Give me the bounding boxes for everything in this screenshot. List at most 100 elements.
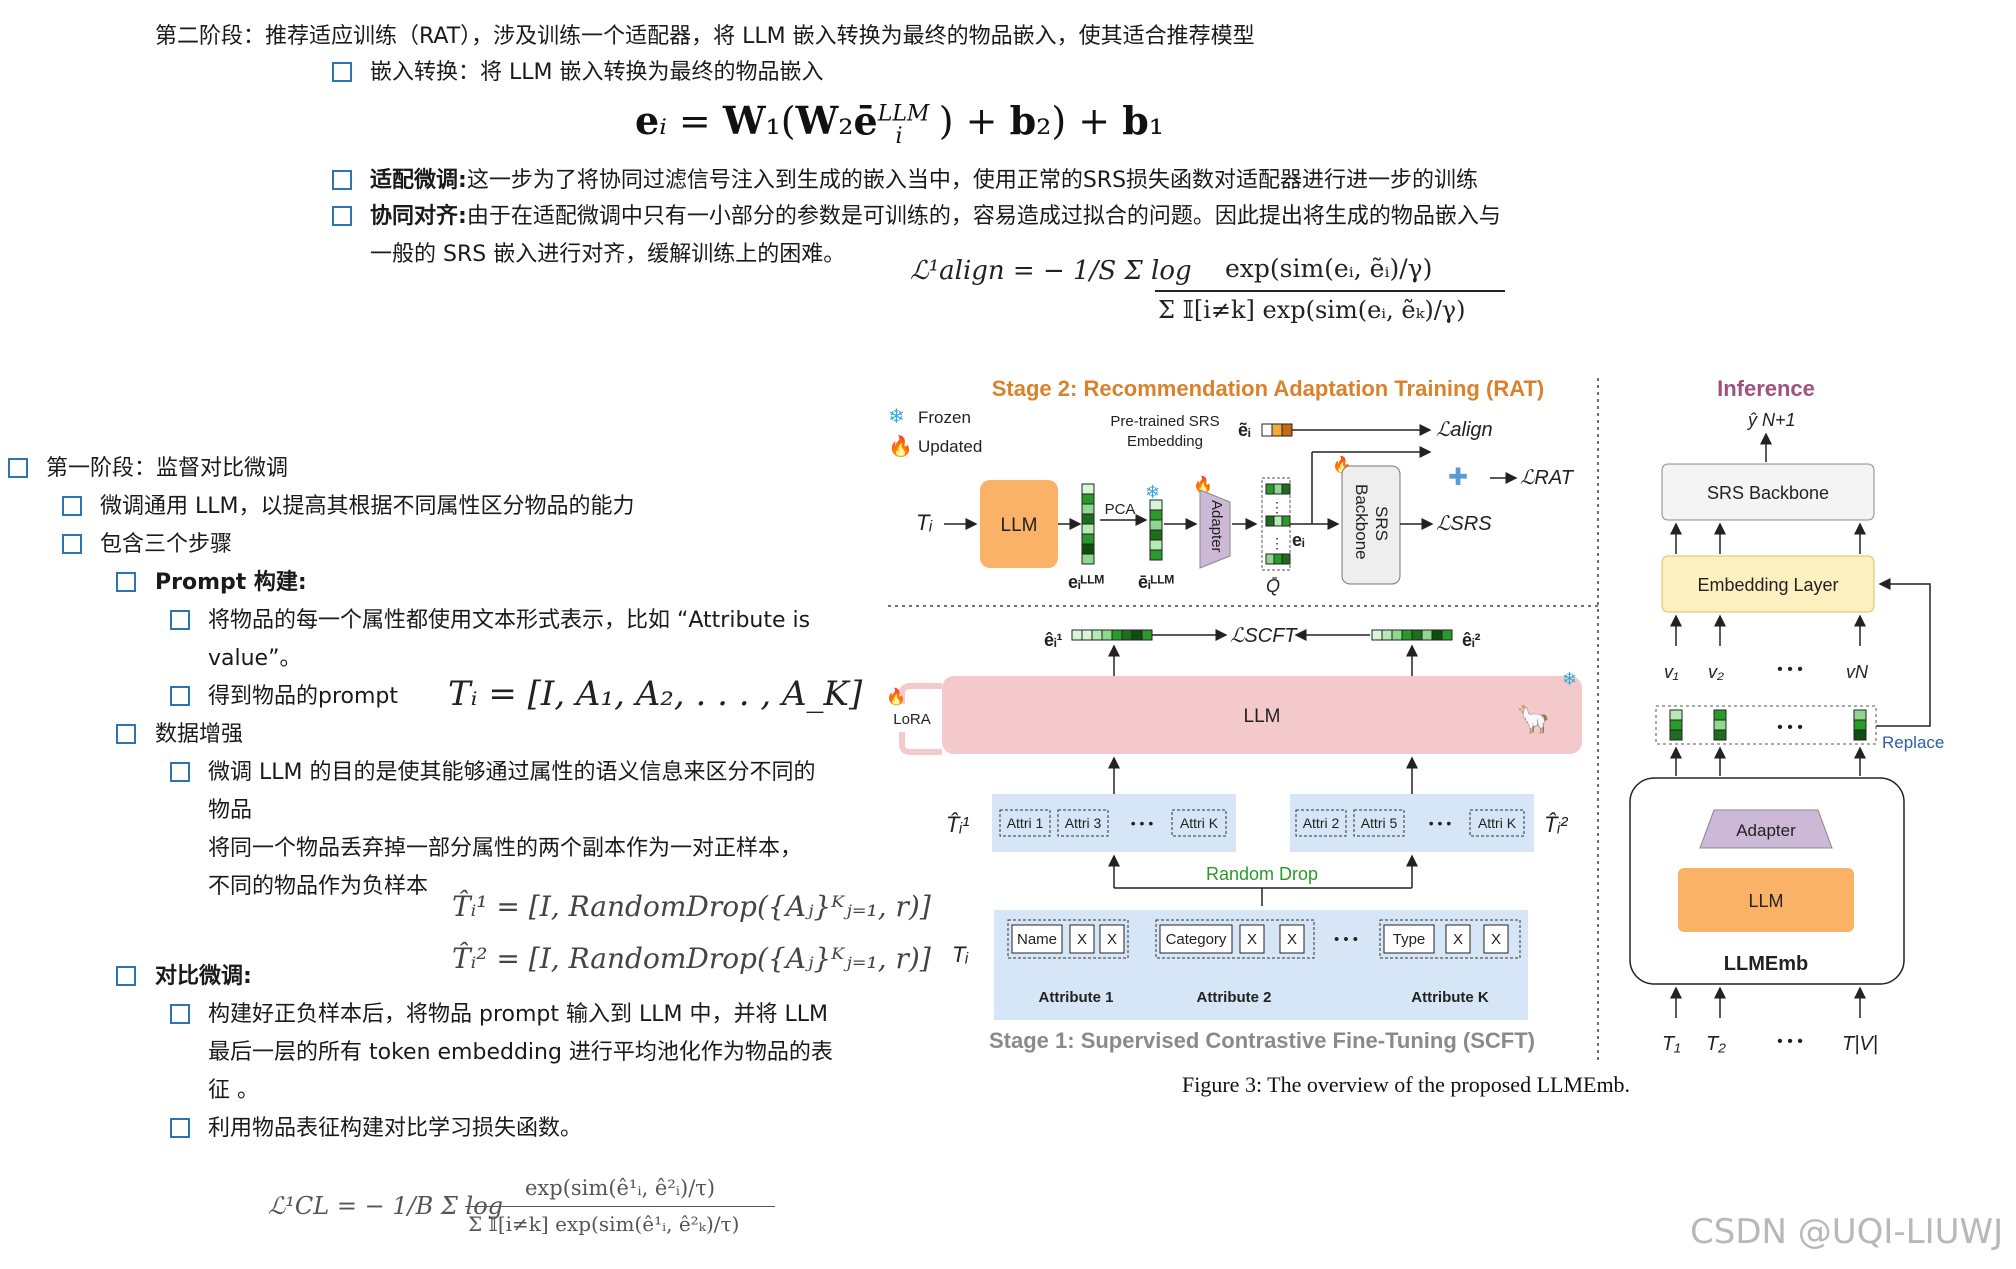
llm-box-stage1 — [942, 676, 1582, 754]
formula-align: ℒ¹align = − 1/S Σ log — [910, 256, 1192, 286]
checkbox-aug-sub1[interactable] — [170, 762, 190, 782]
cl-sub1c: 征 。 — [208, 1078, 259, 1103]
aug-sub1b: 物品 — [208, 798, 253, 823]
svg-text:X: X — [1453, 931, 1463, 948]
attribute-k-group: Type X X Attribute K — [1379, 919, 1521, 1006]
l-rat-label: ℒRAT — [1520, 467, 1575, 489]
lora-box — [888, 704, 936, 732]
llm-label-stage2: LLM — [1001, 515, 1038, 536]
adapter-label-inference: Adapter — [1736, 821, 1796, 840]
llmemb-output-dotted-box — [1655, 705, 1877, 745]
checkbox-prompt-sub2[interactable] — [170, 686, 190, 706]
e-bar-llm-label: ēᵢᴸᴸᴹ — [1138, 572, 1174, 592]
checkbox-finetune[interactable] — [332, 170, 352, 190]
t-dots: • • • — [1777, 1033, 1803, 1050]
t-hat-1-attrs: Attri 1 Attri 3 • • • Attri K — [999, 809, 1227, 837]
replace-arrow — [1876, 578, 1931, 727]
svg-text:⋮: ⋮ — [1270, 535, 1284, 551]
cl-label: 对比微调: — [155, 964, 252, 989]
embedding-layer-label: Embedding Layer — [1697, 575, 1838, 595]
stage1-item1: 微调通用 LLM，以提高其根据不同属性区分物品的能力 — [100, 494, 635, 519]
aug-formula1: T̂ᵢ¹ = [I, RandomDrop({Aⱼ}ᴷⱼ₌₁, r)] — [452, 890, 931, 923]
t-hat-2-label: T̂ᵢ² — [1544, 812, 1568, 837]
checkbox-prompt[interactable] — [116, 572, 136, 592]
prompt-sub2: 得到物品的prompt — [208, 684, 399, 709]
l-scft-label: ℒSCFT — [1230, 625, 1298, 647]
svg-text:Attri 3: Attri 3 — [1065, 815, 1102, 831]
cl-sub1b: 最后一层的所有 token embedding 进行平均池化作为物品的表 — [208, 1040, 833, 1065]
srs-backbone-label-stage2-2: Backbone — [1352, 484, 1371, 560]
cl-formula-lhs: ℒ¹CL = − 1/B Σ log — [268, 1192, 504, 1220]
item-finetune-text: 这一步为了将协同过滤信号注入到生成的嵌入当中，使用正常的SRS损失函数对适配器进… — [466, 168, 1479, 193]
e-llm-label: eᵢᴸᴸᴹ — [1068, 572, 1104, 592]
updated-label: Updated — [918, 437, 982, 456]
ti-input-stage2: Tᵢ — [916, 510, 932, 535]
fire-adapter-icon: 🔥 — [1193, 475, 1213, 494]
prompt-label: Prompt 构建: — [155, 570, 307, 595]
checkbox-embed[interactable] — [332, 62, 352, 82]
y-hat-label: ŷ N+1 — [1746, 410, 1796, 430]
srs-embedding-bar — [1261, 423, 1293, 437]
stage1-title: 第一阶段：监督对比微调 — [46, 456, 289, 481]
checkbox-cl[interactable] — [116, 966, 136, 986]
checkbox-align[interactable] — [332, 206, 352, 226]
cl-formula-den: Σ 𝕀[i≠k] exp(sim(ê¹ᵢ, ê²ₖ)/τ) — [468, 1212, 740, 1236]
adapter-shape-inference — [1699, 809, 1833, 849]
formula-align-lhs: ℒ¹align = − 1/S Σ log — [910, 256, 1192, 286]
e-tilde-label: ẽᵢ — [1238, 420, 1251, 440]
inference-title: Inference — [1717, 376, 1815, 401]
checkbox-stage1[interactable] — [8, 458, 28, 478]
svg-text:⋮: ⋮ — [1270, 499, 1284, 515]
svg-text:Attri K: Attri K — [1180, 815, 1219, 831]
fire-lora-icon: 🔥 — [886, 687, 906, 706]
output-embedding-tokens — [1669, 709, 1867, 741]
random-drop-label: Random Drop — [1206, 864, 1318, 884]
llama-icon: 🦙 — [1516, 702, 1551, 735]
item-finetune-label: 适配微调: — [370, 168, 467, 193]
pretrained-srs-label: Pre-trained SRS — [1110, 413, 1219, 430]
attribute-2-group: Category X X Attribute 2 — [1155, 919, 1315, 1006]
formula-align-bar — [1155, 290, 1505, 292]
t-hat-2-box — [1290, 794, 1534, 852]
aug-formula2: T̂ᵢ² = [I, RandomDrop({Aⱼ}ᴷⱼ₌₁, r)] — [452, 942, 931, 975]
llm-box-stage2 — [980, 480, 1058, 568]
frozen-icon: ❄ — [888, 406, 905, 428]
pca-label: PCA — [1105, 501, 1136, 518]
frozen-label: Frozen — [918, 408, 971, 427]
checkbox-three-steps[interactable] — [62, 534, 82, 554]
reduced-embedding-vector — [1149, 499, 1163, 561]
item-align-text2: 一般的 SRS 嵌入进行对齐，缓解训练上的困难。 — [370, 242, 846, 267]
fire-icon: 🔥 — [888, 434, 913, 458]
checkbox-cl-sub2[interactable] — [170, 1118, 190, 1138]
cl-formula-bar — [465, 1206, 775, 1207]
svg-text:Name: Name — [1017, 931, 1057, 948]
t-hat-1-label: T̂ᵢ¹ — [946, 812, 970, 837]
prompt-sub1b: value”。 — [208, 646, 302, 671]
stage1-item2: 包含三个步骤 — [100, 532, 233, 557]
srs-backbone-label-stage2: SRS — [1372, 506, 1391, 541]
t1-label: T₁ — [1662, 1033, 1681, 1055]
prompt-sub1a: 将物品的每一个属性都使用文本形式表示，比如 “Attribute is — [208, 608, 811, 633]
aug-sub1d: 不同的物品作为负样本 — [208, 874, 429, 899]
checkbox-llm-finetune[interactable] — [62, 496, 82, 516]
svg-text:X: X — [1287, 931, 1297, 948]
checkbox-cl-sub1[interactable] — [170, 1004, 190, 1024]
e-hat-2-label: êᵢ² — [1462, 630, 1481, 650]
item-finetune: 适配微调:这一步为了将协同过滤信号注入到生成的嵌入当中，使用正常的SRS损失函数… — [370, 166, 1478, 196]
svg-text:Attri 1: Attri 1 — [1007, 815, 1044, 831]
e-hat-2-vector — [1371, 629, 1453, 641]
svg-text:Category: Category — [1166, 931, 1227, 948]
pretrained-embedding-label: Embedding — [1127, 433, 1203, 450]
lora-label: LoRA — [893, 711, 931, 728]
adapter-shape-stage2 — [1199, 489, 1231, 569]
item-align-text1: 由于在适配微调中只有一小部分的参数是可训练的，容易造成过拟合的问题。因此提出将生… — [466, 204, 1501, 229]
q-bar-label: Q̄ — [1266, 576, 1280, 596]
checkbox-augment[interactable] — [116, 724, 136, 744]
item-align-label: 协同对齐: — [370, 204, 467, 229]
svg-text:Attribute 1: Attribute 1 — [1039, 989, 1114, 1006]
svg-text:Attribute K: Attribute K — [1411, 989, 1489, 1006]
checkbox-prompt-sub1[interactable] — [170, 610, 190, 630]
formula-embed: eᵢ = W₁(W₂ēLLMi ) + b₂) + b₁ — [635, 98, 1165, 149]
figure-caption: Figure 3: The overview of the proposed L… — [1182, 1072, 1631, 1097]
csdn-watermark: CSDN @UQI-LIUWJ — [1690, 1212, 2004, 1252]
